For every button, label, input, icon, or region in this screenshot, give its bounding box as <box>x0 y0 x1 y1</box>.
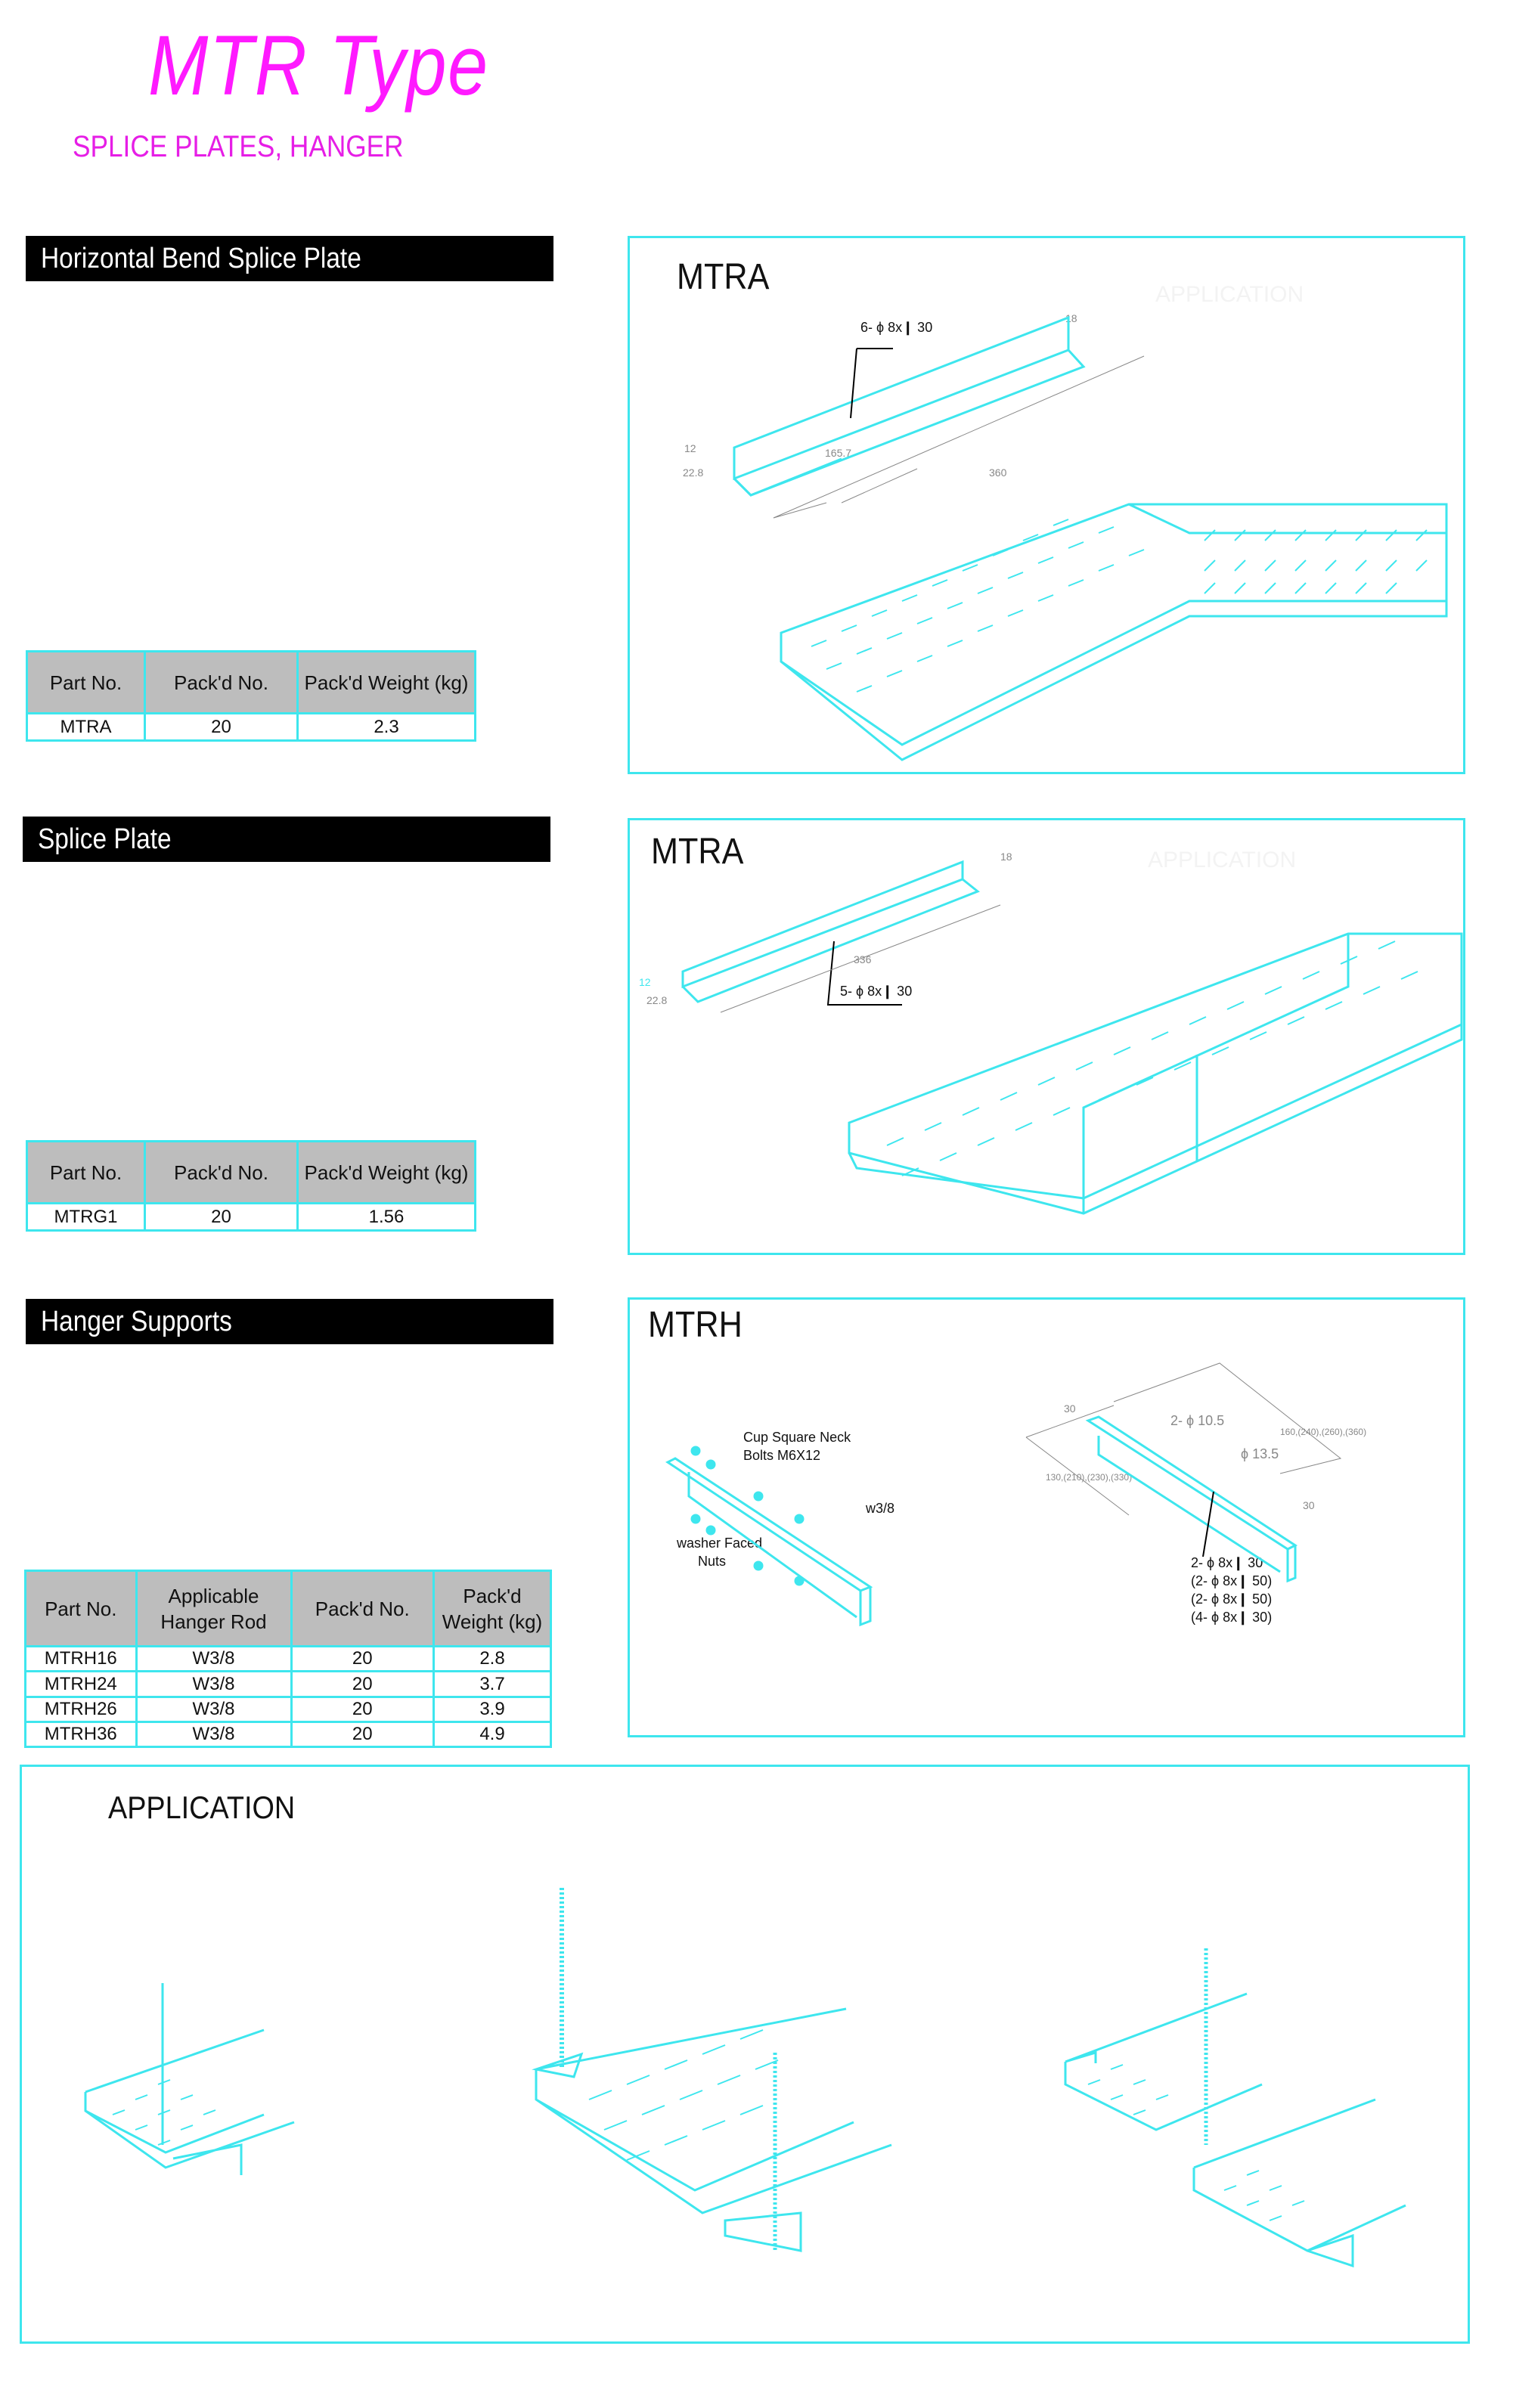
col-header: Pack'd No. <box>290 1570 436 1647</box>
cell: 20 <box>290 1696 436 1723</box>
cell: 20 <box>290 1721 436 1748</box>
section-heading-splice-plate: Splice Plate <box>23 817 550 862</box>
dim-label: 30 <box>1064 1402 1076 1415</box>
col-header: Pack'd No. <box>144 1140 299 1204</box>
dim-label: 160,(240),(260),(360) <box>1280 1427 1367 1437</box>
cell: MTRH24 <box>24 1670 138 1698</box>
slot-spec: (2- ϕ 8x❙ 50) <box>1191 1573 1273 1588</box>
col-header: Pack'd Weight (kg) <box>296 650 476 714</box>
cell: 20 <box>290 1645 436 1672</box>
nuts-label: washer Faced <box>677 1536 763 1551</box>
cell: W3/8 <box>135 1670 293 1698</box>
col-header: Pack'd Weight (kg) <box>433 1570 552 1647</box>
heading-text: Hanger Supports <box>41 1306 232 1337</box>
cell: 4.9 <box>433 1721 552 1748</box>
col-header: Part No. <box>25 650 147 714</box>
application-title: APPLICATION <box>108 1790 296 1825</box>
heading-text: Splice Plate <box>38 823 172 855</box>
cell: MTRG1 <box>25 1202 147 1232</box>
cell: MTRH36 <box>24 1721 138 1748</box>
callout-slots: 5- ϕ 8x❙ 30 <box>840 984 913 999</box>
cell: MTRH16 <box>24 1645 138 1672</box>
bolts-label: Cup Square Neck <box>743 1430 851 1445</box>
page-subtitle: SPLICE PLATES, HANGER <box>73 130 404 163</box>
application-drawing-1 <box>84 1983 295 2175</box>
dim-label: 22.8 <box>683 466 704 479</box>
cell: 20 <box>290 1670 436 1698</box>
col-header: Part No. <box>24 1570 138 1647</box>
diagram-panel-splice-plate: MTRA APPLICATION 5- ϕ 8x❙ 30 18 12 22.8 … <box>628 818 1465 1255</box>
application-panel: APPLICATION <box>20 1765 1470 2344</box>
slot-spec: (2- ϕ 8x❙ 50) <box>1191 1591 1273 1607</box>
diagram-panel-horizontal-bend: MTRA APPLICATION 6- ϕ 8x❙ 30 18 12 22.8 … <box>628 236 1465 774</box>
cell: 3.7 <box>433 1670 552 1698</box>
dim-label: 12 <box>639 976 651 988</box>
dim-label: 22.8 <box>646 994 668 1006</box>
application-drawing-3 <box>1064 1948 1406 2268</box>
cell: 2.8 <box>433 1645 552 1672</box>
col-header: Pack'd Weight (kg) <box>296 1140 476 1204</box>
nuts-label: Nuts <box>698 1554 727 1569</box>
cell: W3/8 <box>135 1696 293 1723</box>
col-header: Pack'd No. <box>144 650 299 714</box>
hole-label: ϕ 13.5 <box>1241 1446 1279 1461</box>
diagram-title: MTRA <box>677 257 770 297</box>
spec-table-horizontal-bend: Part No.Pack'd No.Pack'd Weight (kg) MTR… <box>25 650 476 742</box>
application-drawing-2 <box>532 1888 892 2252</box>
col-header: Applicable Hanger Rod <box>135 1570 293 1647</box>
section-heading-hanger-supports: Hanger Supports <box>26 1299 553 1344</box>
application-drawings <box>84 1888 1406 2268</box>
cell: W3/8 <box>135 1721 293 1748</box>
hanger-bracket-drawing <box>665 1362 1342 1627</box>
dim-label: 18 <box>1000 851 1012 863</box>
dim-label: 12 <box>684 442 696 454</box>
dim-label: 30 <box>1303 1499 1315 1511</box>
section-heading-horizontal-bend: Horizontal Bend Splice Plate <box>26 236 553 281</box>
diagram-title: MTRA <box>651 832 744 872</box>
cell: 20 <box>144 712 299 742</box>
dim-label: 130,(210),(230),(330) <box>1046 1472 1133 1483</box>
cell: W3/8 <box>135 1645 293 1672</box>
page-title: MTR Type <box>148 18 489 113</box>
spec-table-splice-plate: Part No.Pack'd No.Pack'd Weight (kg) MTR… <box>25 1140 476 1232</box>
cell: 1.56 <box>296 1202 476 1232</box>
splice-plate-drawing <box>733 315 1448 761</box>
dim-label: 165.7 <box>825 447 852 459</box>
cell: 2.3 <box>296 712 476 742</box>
callout-slots: 6- ϕ 8x❙ 30 <box>860 320 933 335</box>
slot-spec: (4- ϕ 8x❙ 30) <box>1191 1610 1273 1625</box>
diagram-title: MTRH <box>648 1305 743 1345</box>
bolts-label: Bolts M6X12 <box>743 1448 821 1463</box>
heading-text: Horizontal Bend Splice Plate <box>41 243 361 274</box>
rod-label: w3/8 <box>866 1501 895 1516</box>
cell: MTRH26 <box>24 1696 138 1723</box>
diagram-panel-hanger: MTRH Cup Square Neck Bolts M6X12 w3/8 wa… <box>628 1297 1465 1737</box>
hole-label: 2- ϕ 10.5 <box>1170 1413 1225 1428</box>
col-header: Part No. <box>25 1140 147 1204</box>
splice-plate-drawing <box>681 860 1463 1215</box>
cell: 3.9 <box>433 1696 552 1723</box>
watermark-text: APPLICATION <box>1155 282 1304 307</box>
slot-spec: 2- ϕ 8x❙ 30 <box>1191 1555 1263 1570</box>
dim-label: 360 <box>989 466 1007 479</box>
cell: MTRA <box>25 712 147 742</box>
watermark-text: APPLICATION <box>1148 848 1297 872</box>
cell: 20 <box>144 1202 299 1232</box>
